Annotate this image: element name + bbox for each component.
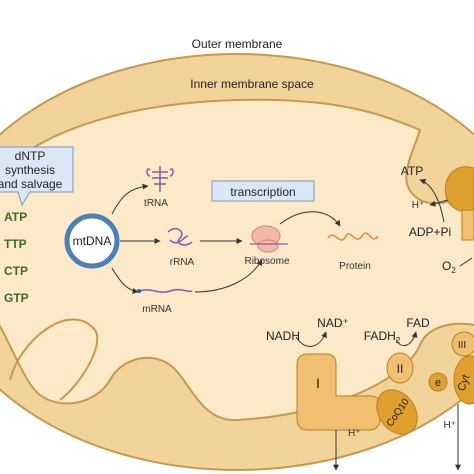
electron bbox=[428, 372, 448, 392]
nadh-label: NADH bbox=[266, 329, 300, 343]
mrna-label: mRNA bbox=[142, 304, 172, 315]
arrow-to-protein bbox=[279, 211, 341, 227]
cyt-label: Cyt bbox=[456, 373, 473, 393]
coq10 bbox=[376, 389, 418, 435]
dntp-line2: synthesis bbox=[5, 163, 55, 177]
arrow-to-trna bbox=[111, 183, 149, 215]
nucleotide-ttp: TTP bbox=[4, 237, 27, 251]
complex-iii bbox=[451, 331, 474, 357]
rrna-label: rRNA bbox=[170, 257, 195, 268]
mrna-icon bbox=[139, 288, 193, 293]
nad-label: NAD⁺ bbox=[317, 316, 349, 330]
oxygen-subscript: 2 bbox=[451, 266, 456, 275]
dntp-callout: dNTP synthesis and salvage bbox=[0, 146, 74, 207]
oxygen-symbol: O bbox=[442, 259, 451, 273]
dntp-line1: dNTP bbox=[15, 149, 46, 163]
arrow-hplus bbox=[429, 199, 449, 207]
atp-synthase-hplus: H⁺ bbox=[412, 200, 425, 211]
dntp-line3: and salvage bbox=[0, 177, 63, 191]
complex-i bbox=[296, 353, 381, 431]
trna-icon bbox=[146, 166, 174, 192]
protein-icon bbox=[327, 232, 379, 241]
complex-ii bbox=[386, 352, 414, 384]
outer-membrane-label: Outer membrane bbox=[192, 37, 283, 51]
hplus-left-label: H⁺ bbox=[348, 428, 361, 439]
arrow-oxygen bbox=[459, 257, 473, 267]
atp-synthase-stalk bbox=[461, 209, 474, 241]
inner-membrane bbox=[0, 98, 474, 422]
arrow-adp-to-atp bbox=[419, 178, 445, 223]
inner-membrane-space-label: Inner membrane space bbox=[190, 77, 314, 91]
arrow-mrna-to-ribosome bbox=[194, 259, 263, 293]
arrow-fadh2-fad bbox=[395, 331, 418, 347]
fad-label: FAD bbox=[406, 316, 430, 330]
transcription-box bbox=[211, 180, 315, 202]
fadh-text: FADH bbox=[364, 329, 396, 343]
crista-left bbox=[9, 318, 99, 401]
nucleotide-gtp: GTP bbox=[4, 291, 29, 305]
protein-label: Protein bbox=[339, 261, 371, 272]
arrow-to-mrna bbox=[111, 267, 139, 294]
ribosome-icon bbox=[250, 225, 288, 253]
adp-pi-label: ADP+Pi bbox=[409, 225, 451, 239]
fadh2-label: FADH2 bbox=[364, 329, 401, 345]
nucleotide-ctp: CTP bbox=[4, 264, 28, 278]
electron-label: e bbox=[435, 377, 441, 389]
mtdna-label: mtDNA bbox=[73, 234, 112, 248]
transcription-label: transcription bbox=[230, 185, 295, 199]
complex-ii-label: II bbox=[397, 362, 404, 376]
complex-i-label: I bbox=[316, 375, 320, 391]
arrow-nadh-nad bbox=[295, 331, 327, 347]
cytochrome bbox=[453, 355, 474, 405]
nucleotide-atp: ATP bbox=[4, 210, 27, 224]
mtdna-ring bbox=[64, 213, 120, 269]
rrna-icon bbox=[167, 227, 193, 246]
oxygen-label: O2 bbox=[442, 259, 456, 275]
fadh-subscript: 2 bbox=[396, 336, 401, 345]
ribosome-label: Ribosome bbox=[244, 256, 289, 267]
mrna-cap-icon bbox=[137, 289, 141, 293]
trna-label: tRNA bbox=[144, 198, 168, 209]
complex-iii-label: III bbox=[458, 340, 466, 351]
hplus-right-label: H⁺ bbox=[444, 420, 457, 431]
atp-label: ATP bbox=[401, 164, 423, 178]
